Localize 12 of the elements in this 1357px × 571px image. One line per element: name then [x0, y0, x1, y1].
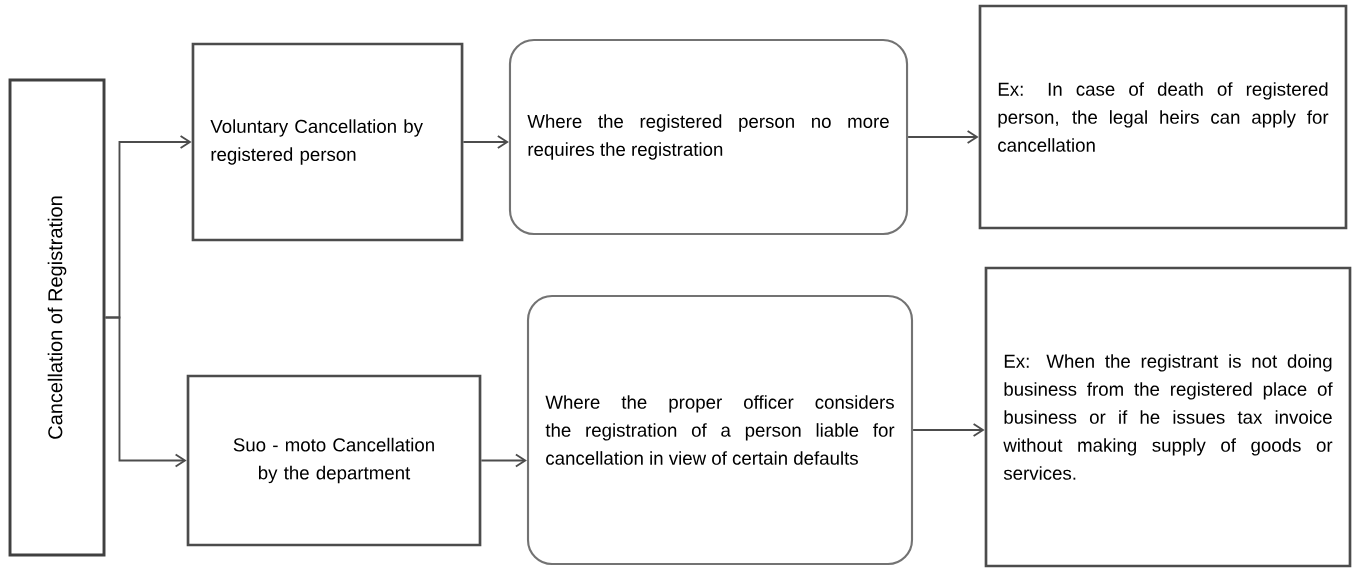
- arrow: [912, 423, 985, 437]
- arrow: [480, 453, 527, 468]
- arrow: [104, 316, 187, 468]
- title-box: Cancellation of Registration: [8, 78, 106, 557]
- condition-box: Where the registered person no more requires the registration: [508, 38, 909, 236]
- condition-box: Where the proper officer considers the registration of a person liable for cancellation in view of certain defaults: [526, 294, 914, 566]
- arrow: [907, 130, 979, 144]
- example-box: Ex: When the registrant is not doing business from the registered place of business or if he issues tax invoice without making supply of goods or services.: [984, 266, 1352, 568]
- category-box: Voluntary Cancellation by registered person: [191, 42, 464, 242]
- category-box: Suo - moto Cancellation by the department: [186, 374, 482, 547]
- arrow: [462, 135, 509, 149]
- example-box: Ex: In case of death of registered person, the legal heirs can apply for cancellation: [978, 4, 1348, 230]
